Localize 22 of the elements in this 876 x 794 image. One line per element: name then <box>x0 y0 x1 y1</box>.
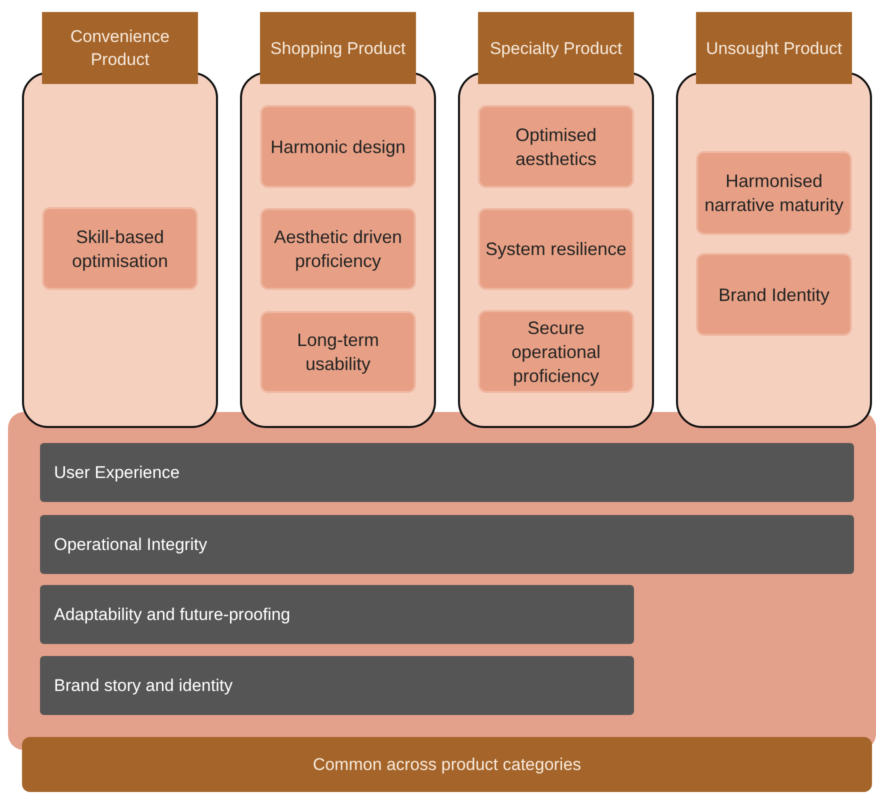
category-heading: Unsought Product <box>696 12 852 84</box>
attribute-box: Brand Identity <box>696 253 852 336</box>
category-column <box>240 12 436 428</box>
attribute-bar: Adaptability and future-proofing <box>40 585 634 644</box>
attribute-bar: Brand story and identity <box>40 656 634 715</box>
attribute-bar: User Experience <box>40 443 854 502</box>
category-column <box>458 12 654 428</box>
footer-bar: Common across product categories <box>22 737 872 792</box>
attribute-box: Harmonic design <box>260 105 416 188</box>
category-column <box>22 12 218 428</box>
attribute-box: Skill-based optimisation <box>42 207 198 290</box>
attribute-box: Aesthetic driven proficiency <box>260 208 416 290</box>
category-heading: Convenience Product <box>42 12 198 84</box>
attribute-box: Harmonised narrative maturity <box>696 151 852 235</box>
category-heading: Shopping Product <box>260 12 416 84</box>
attribute-bar: Operational Integrity <box>40 515 854 574</box>
attribute-box: Secure operational proficiency <box>478 310 634 393</box>
category-column <box>676 12 872 428</box>
category-heading: Specialty Product <box>478 12 634 84</box>
attribute-box: Optimised aesthetics <box>478 105 634 188</box>
attribute-box: System resilience <box>478 208 634 290</box>
attribute-box: Long-term usability <box>260 311 416 393</box>
